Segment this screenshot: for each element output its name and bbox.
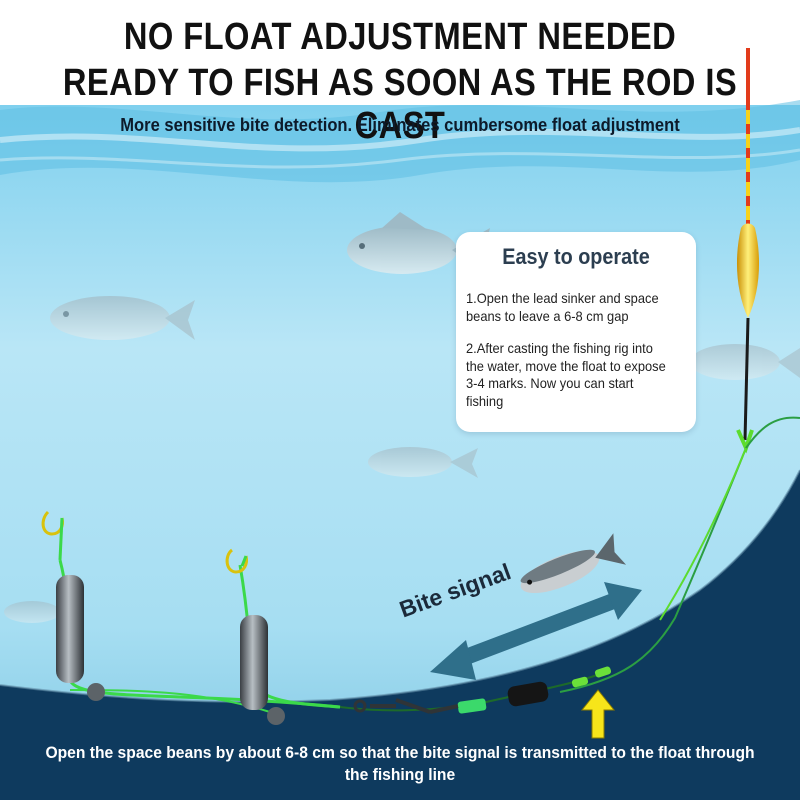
water-surface-shine: [0, 148, 800, 169]
sinker-bead: [267, 707, 285, 725]
rubber-stopper: [507, 681, 549, 707]
gap-indicator-arrow: [580, 689, 616, 739]
float-stem: [743, 317, 750, 441]
lead-sinker: [56, 575, 84, 683]
water-surface-wave: [0, 100, 800, 183]
instructions-card: Easy to operate 1.Open the lead sinker a…: [456, 232, 696, 432]
headline-line-2: READY TO FISH AS SOON AS THE ROD IS CAST: [62, 62, 738, 147]
fish-illustration: [50, 296, 195, 340]
space-bean: [594, 666, 612, 678]
bite-signal-arrow: [430, 582, 642, 680]
subheadline: More sensitive bite detection. Eliminate…: [120, 115, 680, 135]
sinker-bead: [87, 683, 105, 701]
line-connector: [457, 698, 487, 714]
biting-fish: [520, 533, 627, 593]
instructions-title: Easy to operate: [502, 244, 650, 269]
swivel: [370, 698, 459, 714]
fishing-line: [559, 416, 800, 693]
float-body: [736, 223, 760, 318]
lead-sinker: [240, 615, 268, 710]
instruction-step: 1.Open the lead sinker and space beans t…: [466, 290, 659, 324]
fish-illustration: [368, 447, 478, 478]
fish-hook-shank: [240, 555, 248, 567]
water-surface-shine: [0, 127, 800, 152]
swivel-ring: [353, 699, 367, 713]
headline-line-1: NO FLOAT ADJUSTMENT NEEDED: [123, 16, 677, 58]
fish-hook-shank: [58, 517, 64, 561]
bottom-caption: Open the space beans by about 6-8 cm so …: [45, 743, 755, 784]
fish-hook: [225, 548, 248, 574]
instruction-step: 2.After casting the fishing rig into the…: [466, 340, 666, 409]
fish-illustration: [690, 344, 800, 380]
lakebed-edge: [0, 469, 800, 703]
space-bean: [571, 676, 589, 688]
fishing-line: [659, 447, 747, 621]
fish-illustration: [4, 601, 60, 623]
